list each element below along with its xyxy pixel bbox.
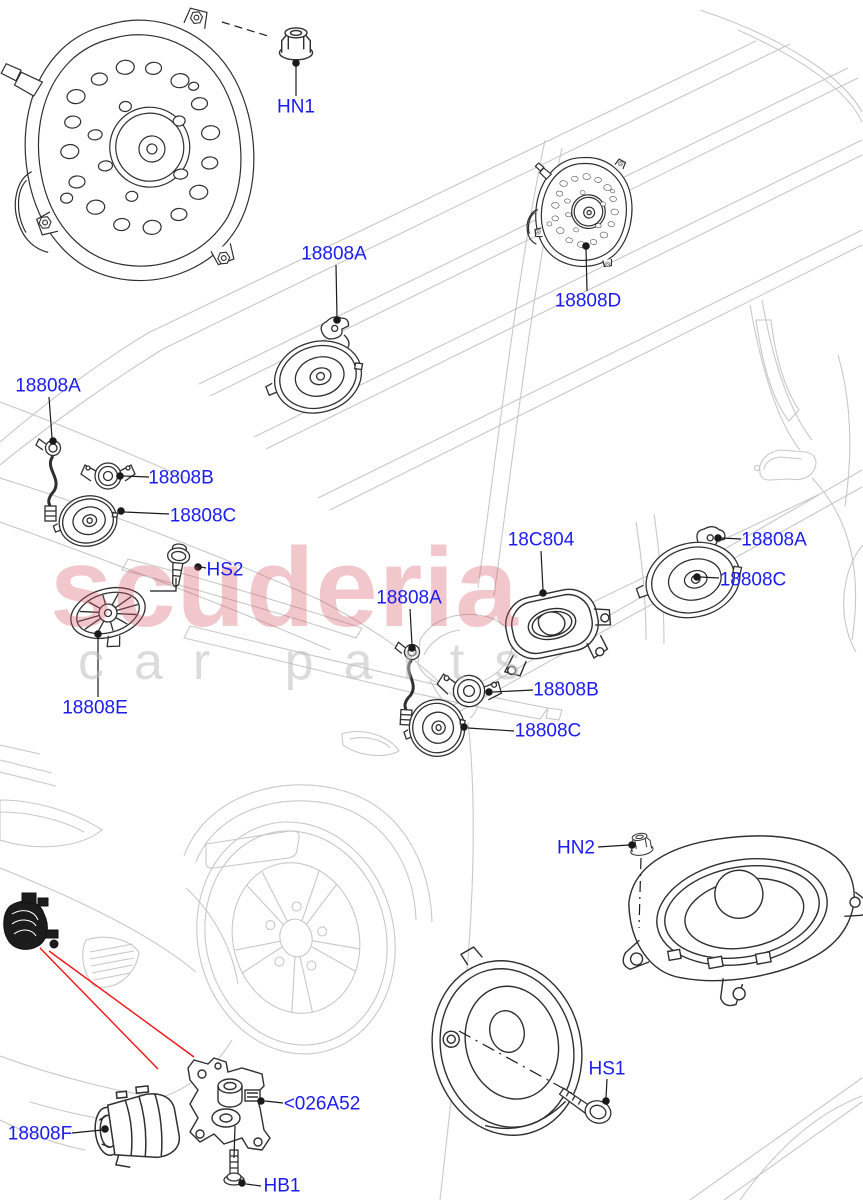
roof-speaker-front-illustration — [0, 3, 266, 293]
red-locator-lines — [39, 947, 195, 1070]
woofer-illustration — [431, 946, 583, 1136]
callout-hb1[interactable]: HB1 — [263, 1175, 301, 1197]
speaker-top-mid-illustration — [256, 329, 373, 427]
nut-hn1-illustration — [278, 27, 314, 61]
callout-18808e[interactable]: 18808E — [62, 697, 128, 719]
subwoofer-illustration — [622, 835, 863, 1007]
callout-18808c-right[interactable]: 18808C — [719, 569, 787, 591]
callout-hs2[interactable]: HS2 — [206, 559, 244, 581]
callout-18808b-left[interactable]: 18808B — [148, 467, 214, 489]
watermark-brand: scuderia — [50, 525, 519, 650]
callout-18808a-left[interactable]: 18808A — [15, 375, 81, 397]
callout-18808c-mid[interactable]: 18808C — [514, 720, 582, 742]
callout-18808d[interactable]: 18808D — [554, 290, 622, 312]
amp-18808f-illustration — [94, 1085, 181, 1168]
callout-hn2[interactable]: HN2 — [556, 837, 596, 859]
callout-18808a-mid[interactable]: 18808A — [376, 587, 442, 609]
callout-18808b-mid[interactable]: 18808B — [533, 679, 599, 701]
callout-hs1[interactable]: HS1 — [588, 1058, 626, 1080]
leader-lines — [48, 21, 742, 1187]
screw-hs2-illustration — [167, 543, 191, 588]
bumper-speaker-illustration — [3, 892, 59, 950]
fan-speaker-illustration — [70, 587, 146, 648]
watermark-tagline: car parts — [78, 633, 551, 691]
callout-18808a-right[interactable]: 18808A — [741, 529, 807, 551]
oval-speaker-18c804-illustration — [503, 588, 612, 677]
callout-18c804[interactable]: 18C804 — [507, 529, 575, 551]
callout-026a52[interactable]: <026A52 — [283, 1093, 361, 1115]
callout-18808a-top[interactable]: 18808A — [301, 243, 367, 265]
part-illustrations — [0, 3, 863, 1186]
callout-18808c-left[interactable]: 18808C — [169, 505, 237, 527]
callout-18808f[interactable]: 18808F — [7, 1123, 73, 1145]
roof-speaker-rear-illustration — [522, 148, 639, 273]
callout-hn1[interactable]: HN1 — [276, 96, 316, 118]
bracket-026a52-illustration — [187, 1057, 271, 1151]
pigtail-left-illustration — [34, 437, 62, 523]
